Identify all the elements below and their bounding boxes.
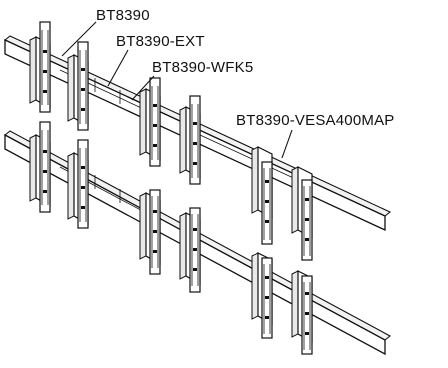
upper-bracket-4 (179, 95, 201, 185)
callout-bt8390-vesa400map: BT8390-VESA400MAP (236, 112, 394, 159)
callout-bt8390-wfk5: BT8390-WFK5 (131, 59, 253, 101)
upper-mount-row (3, 21, 392, 261)
callout-label-bt8390-vesa400map: BT8390-VESA400MAP (236, 112, 394, 129)
callout-label-bt8390-ext: BT8390-EXT (116, 33, 205, 50)
upper-bracket-2 (67, 41, 89, 131)
callout-label-bt8390-wfk5: BT8390-WFK5 (152, 59, 253, 76)
lower-mount-row (4, 121, 391, 356)
upper-bracket-6 (291, 166, 313, 261)
callout-label-bt8390: BT8390 (96, 7, 150, 24)
lower-bracket-5 (251, 252, 273, 339)
lower-bracket-6 (291, 270, 313, 355)
callout-bt8390: BT8390 (61, 7, 150, 57)
lower-bracket-3 (139, 189, 161, 275)
lower-bracket-2 (67, 139, 89, 229)
lower-bracket-4 (179, 207, 201, 293)
callout-bt8390-ext: BT8390-EXT (107, 33, 205, 87)
upper-bracket-5 (251, 146, 273, 245)
upper-bracket-3 (139, 77, 161, 167)
upper-bracket-1 (29, 21, 51, 113)
lower-bracket-1 (29, 121, 51, 213)
